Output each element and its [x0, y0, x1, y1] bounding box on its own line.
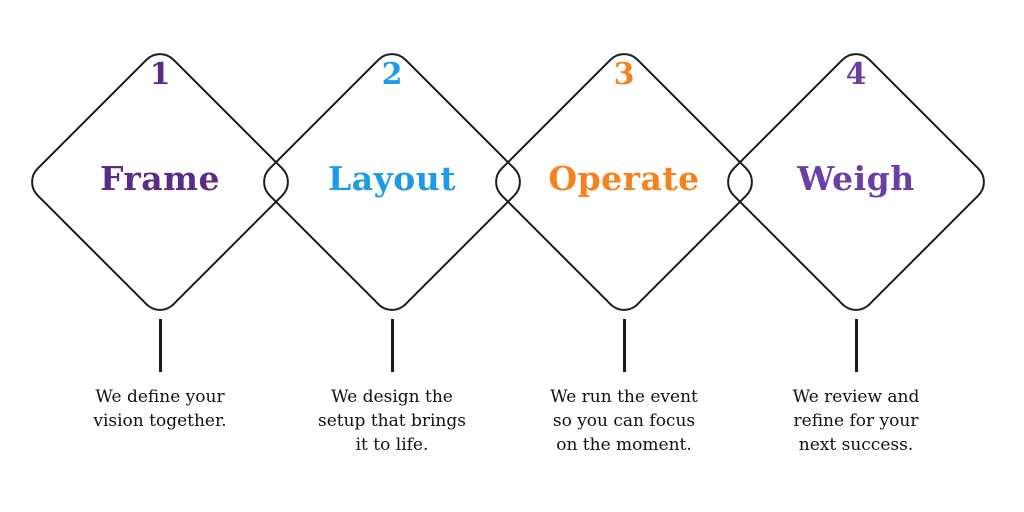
step-description: We review and refine for your next succe…	[792, 387, 920, 455]
connector-line	[623, 319, 626, 372]
step-title: Operate	[548, 159, 700, 198]
connector-line	[391, 319, 394, 372]
step-number: 1	[149, 57, 171, 92]
step-operate: 3 Operate We run the event so you can fo…	[484, 0, 764, 512]
step-description: We define your vision together.	[93, 387, 227, 431]
step-number: 4	[845, 57, 867, 92]
step-layout: 2 Layout We design the setup that brings…	[252, 0, 532, 512]
step-description: We run the event so you can focus on the…	[550, 387, 698, 455]
step-title: Weigh	[797, 159, 915, 198]
step-description: We design the setup that brings it to li…	[317, 387, 466, 455]
step-title: Frame	[99, 159, 221, 198]
step-frame: 1 Frame We define your vision together.	[20, 0, 300, 512]
connector-line	[159, 319, 162, 372]
step-weigh: 4 Weigh We review and refine for your ne…	[716, 0, 996, 512]
step-number: 3	[613, 57, 635, 92]
step-number: 2	[381, 57, 403, 92]
step-title: Layout	[327, 159, 456, 198]
connector-line	[855, 319, 858, 372]
